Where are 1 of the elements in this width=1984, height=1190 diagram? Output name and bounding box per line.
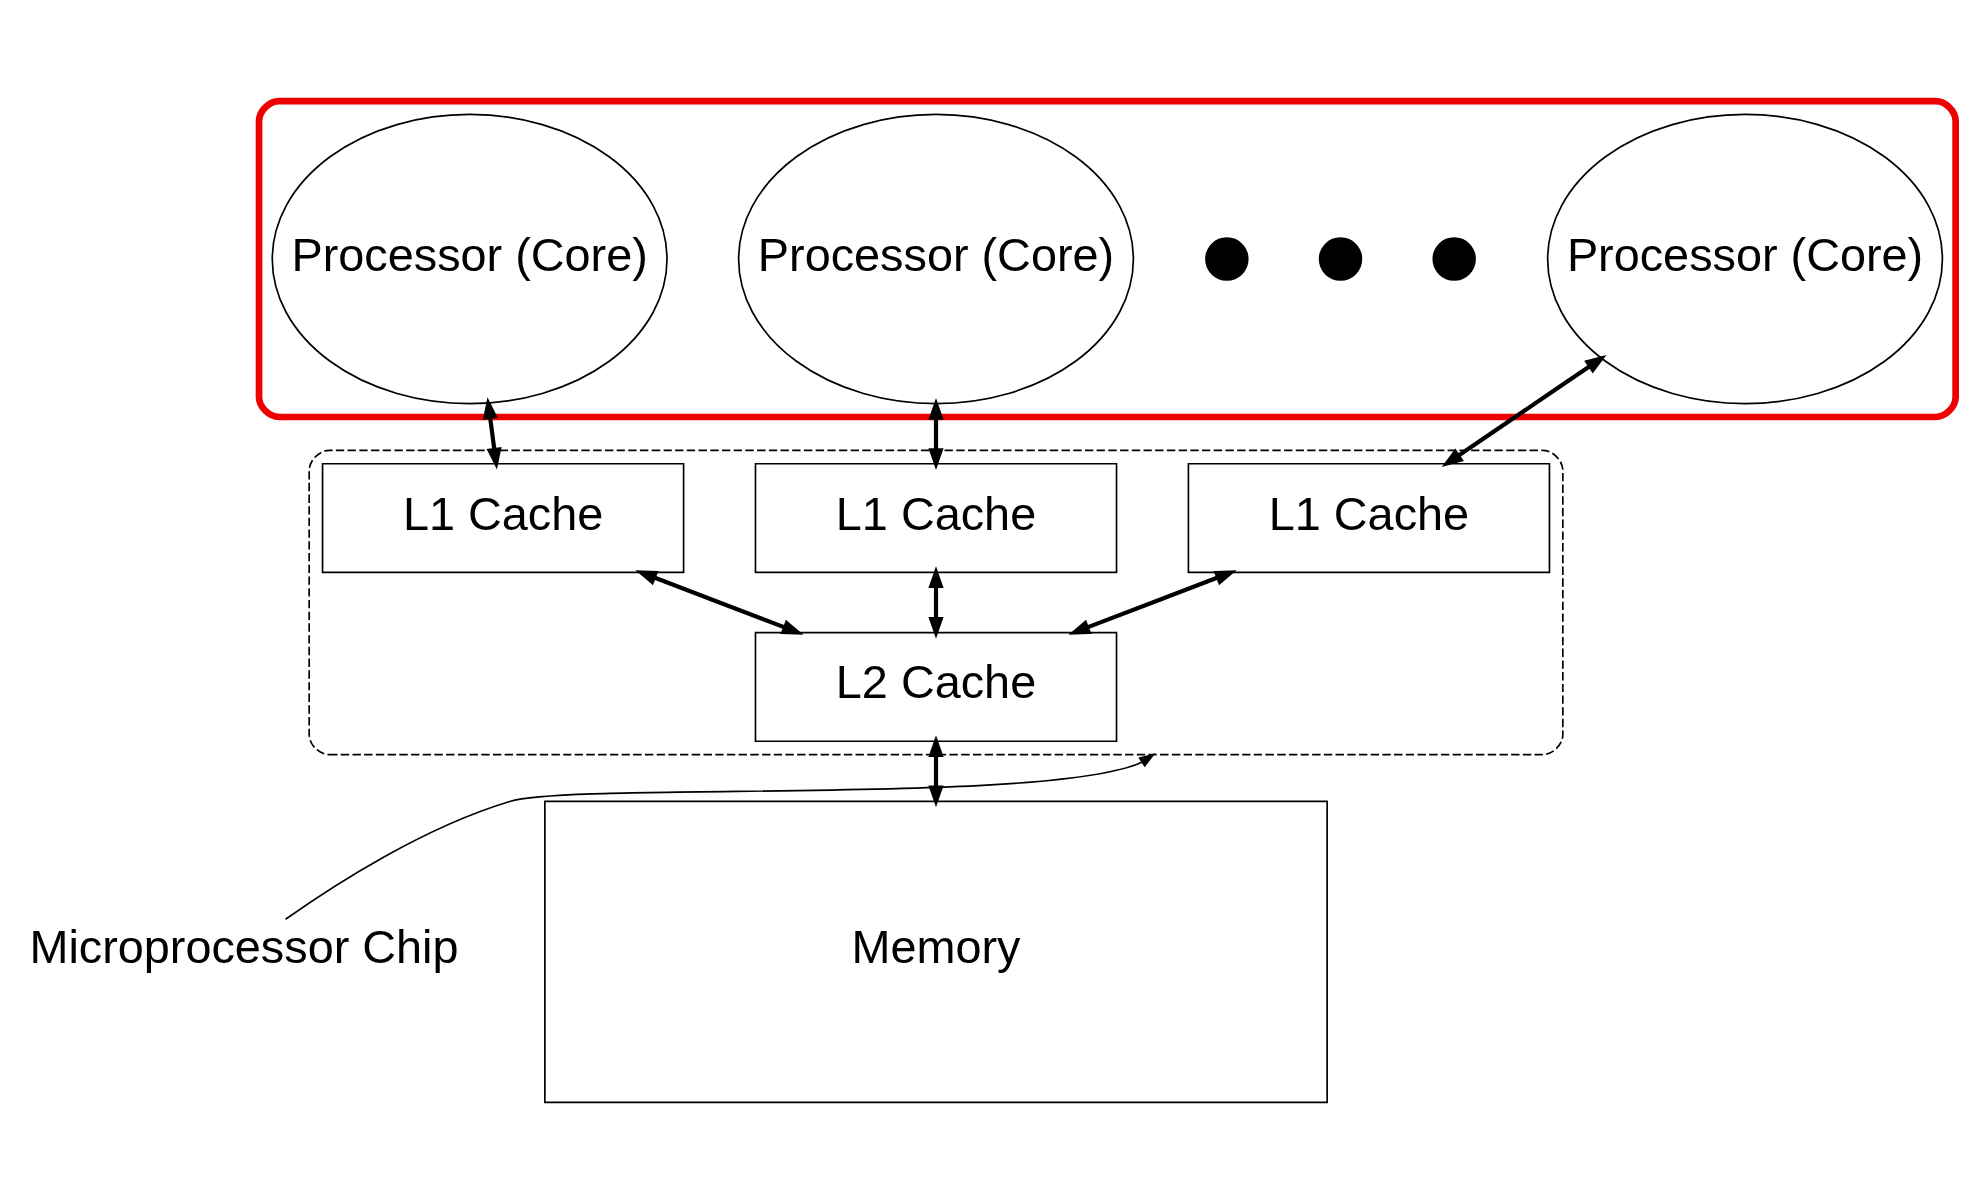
node-text: Microprocessor Chip — [29, 921, 459, 974]
